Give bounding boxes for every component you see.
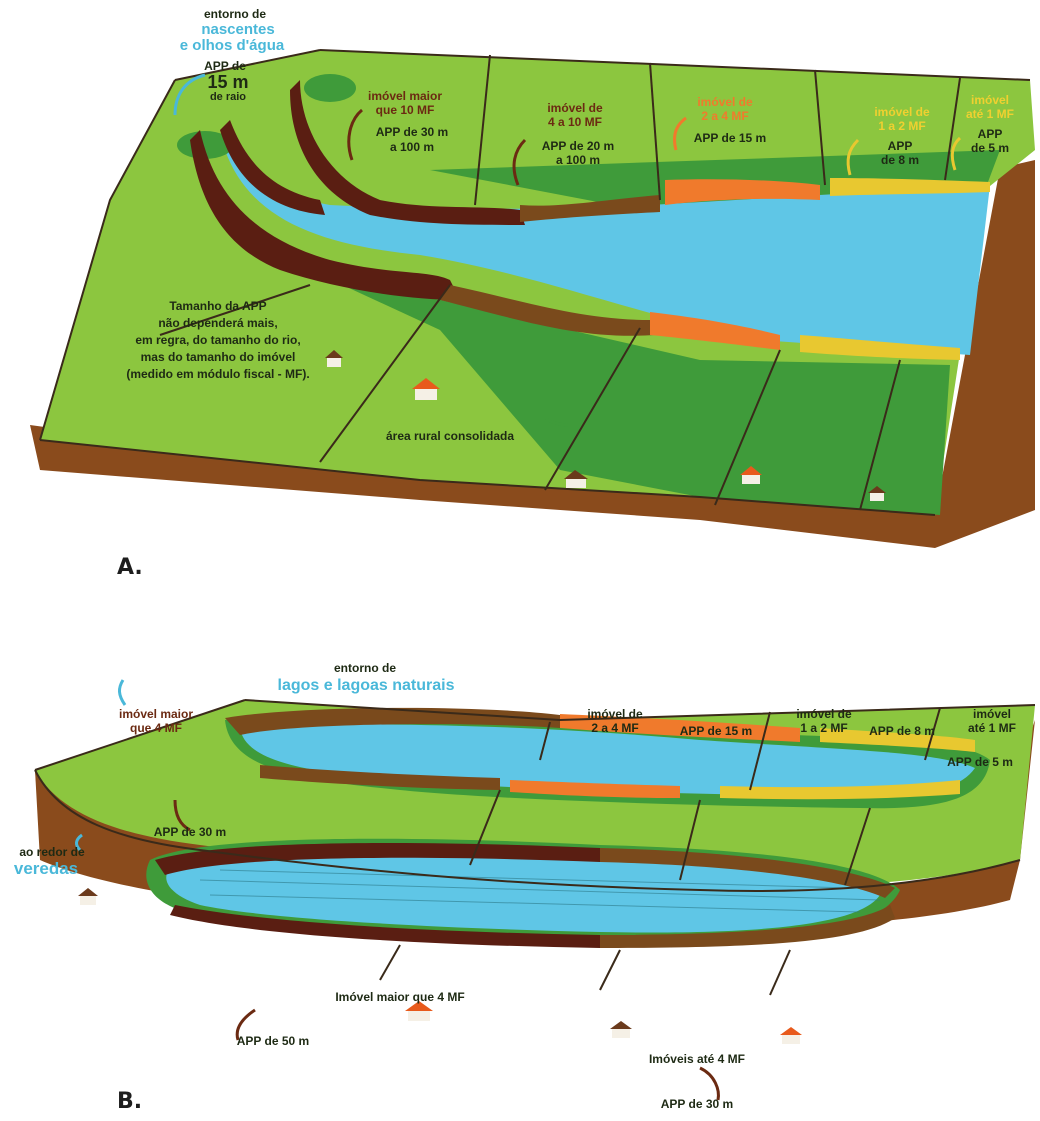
prop-lt1-app2: de 5 m — [971, 141, 1009, 155]
prop-1to2-line1-b: imóvel de — [796, 707, 852, 721]
app-note-4: mas do tamanho do imóvel — [141, 350, 296, 364]
prop-lt1-line2-b: até 1 MF — [968, 721, 1016, 735]
springs-app-2: 15 m — [207, 72, 248, 92]
springs-title-2: nascentes — [201, 21, 274, 38]
prop-2to4-line1: imóvel de — [697, 95, 753, 109]
springs-app-1: APP de — [204, 59, 246, 73]
prop-lt1-line1-b: imóvel — [973, 707, 1011, 721]
prop-2to4-app-b: APP de 15 m — [680, 724, 752, 738]
prop-4to10-line2: 4 a 10 MF — [548, 115, 602, 129]
house-icon — [78, 888, 98, 905]
lakes-title-1: entorno de — [334, 661, 396, 675]
vereda-lt4-app: APP de 30 m — [661, 1097, 733, 1111]
panel-a-letter: A. — [117, 555, 143, 580]
house-icon — [610, 1021, 632, 1038]
app-note-3: em regra, do tamanho do rio, — [135, 333, 300, 347]
prop-gt10-app1: APP de 30 m — [376, 125, 448, 139]
prop-4to10-app1: APP de 20 m — [542, 139, 614, 153]
prop-2to4-line1-b: imóvel de — [587, 707, 643, 721]
spring-zone — [304, 74, 356, 102]
springs-app-3: de raio — [210, 91, 246, 103]
prop-1to2-app2: de 8 m — [881, 153, 919, 167]
consolidated-area-label: área rural consolidada — [386, 429, 514, 443]
house-icon — [405, 1001, 433, 1021]
prop-1to2-line2: 1 a 2 MF — [878, 119, 925, 133]
prop-1to2-app-b: APP de 8 m — [869, 724, 935, 738]
prop-1to2-line2-b: 1 a 2 MF — [800, 721, 847, 735]
veredas-title-2: veredas — [14, 859, 78, 878]
vereda-lt4-label: Imóveis até 4 MF — [649, 1052, 745, 1066]
prop-lt1-line1: imóvel — [971, 93, 1009, 107]
panel-b-letter: B. — [117, 1089, 142, 1114]
app-note-2: não dependerá mais, — [158, 316, 277, 330]
prop-lt1-app-b: APP de 5 m — [947, 755, 1013, 769]
prop-gt4-line1: imóvel maior — [119, 707, 193, 721]
prop-2to4-app: APP de 15 m — [694, 131, 766, 145]
app-note-5: (medido em módulo fiscal - MF). — [126, 367, 309, 381]
prop-lt1-line2: até 1 MF — [966, 107, 1014, 121]
prop-4to10-line1: imóvel de — [547, 101, 603, 115]
springs-title-3: e olhos d'água — [180, 37, 285, 54]
prop-4to10-app2: a 100 m — [556, 153, 600, 167]
house-icon — [780, 1027, 802, 1044]
prop-lt1-app1: APP — [978, 127, 1003, 141]
lakes-title-2: lagos e lagoas naturais — [278, 677, 455, 694]
prop-2to4-line2-b: 2 a 4 MF — [591, 721, 638, 735]
springs-title-1: entorno de — [204, 7, 266, 21]
panel-a: entorno de nascentes e olhos d'água APP … — [30, 7, 1035, 580]
prop-1to2-line1: imóvel de — [874, 105, 930, 119]
veredas-title-1: ao redor de — [19, 845, 85, 859]
prop-gt10-line2: que 10 MF — [376, 103, 435, 117]
arrow-icon — [700, 1068, 718, 1100]
app-note-1: Tamanho da APP — [169, 299, 266, 313]
arrow-icon — [119, 680, 125, 705]
prop-gt10-line1: imóvel maior — [368, 89, 442, 103]
prop-gt10-app2: a 100 m — [390, 140, 434, 154]
vereda-gt4-label: Imóvel maior que 4 MF — [335, 990, 464, 1004]
vereda-gt4-app: APP de 50 m — [237, 1034, 309, 1048]
panel-b: entorno de lagos e lagoas naturais imóve… — [14, 661, 1035, 1114]
prop-gt4-app: APP de 30 m — [154, 825, 226, 839]
prop-gt4-line2: que 4 MF — [130, 721, 182, 735]
prop-1to2-app1: APP — [888, 139, 913, 153]
prop-2to4-line2: 2 a 4 MF — [701, 109, 748, 123]
